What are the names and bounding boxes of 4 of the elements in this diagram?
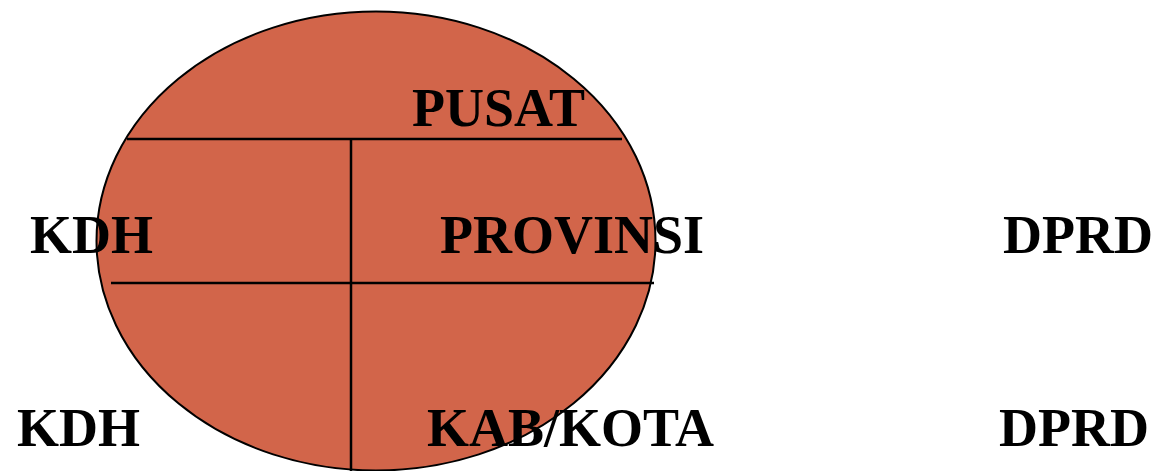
role-label: DPRD	[1003, 208, 1153, 262]
level-label: PUSAT	[412, 81, 586, 135]
role-label: KDH	[17, 401, 140, 455]
role-label: DPRD	[999, 401, 1149, 455]
